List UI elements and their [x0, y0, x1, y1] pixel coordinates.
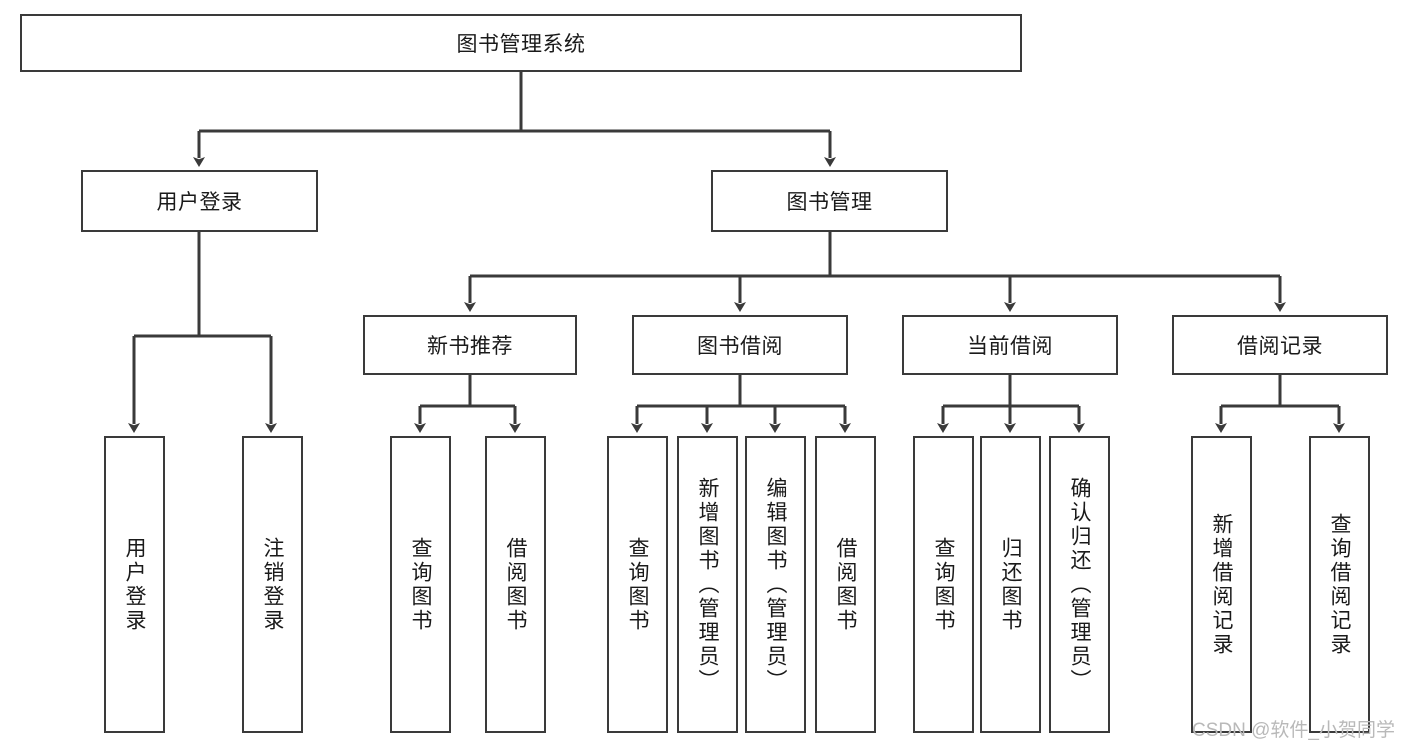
node-label: 新增图书（管理员） — [696, 476, 719, 693]
leaf-current-return-book[interactable]: 归还图书 — [980, 436, 1041, 733]
node-label: 确认归还（管理员） — [1068, 476, 1091, 693]
leaf-borrow-borrow-book[interactable]: 借阅图书 — [815, 436, 876, 733]
node-label: 借阅图书 — [834, 536, 857, 633]
node-root-system[interactable]: 图书管理系统 — [20, 14, 1022, 72]
node-label: 图书管理 — [786, 191, 873, 214]
leaf-user-login-logout[interactable]: 注销登录 — [242, 436, 303, 733]
node-current-borrow[interactable]: 当前借阅 — [902, 315, 1118, 375]
node-label: 查询图书 — [409, 536, 432, 633]
leaf-record-add-record[interactable]: 新增借阅记录 — [1191, 436, 1252, 733]
leaf-current-query-book[interactable]: 查询图书 — [913, 436, 974, 733]
node-label: 注销登录 — [261, 536, 284, 633]
node-book-management[interactable]: 图书管理 — [711, 170, 948, 232]
leaf-user-login-login[interactable]: 用户登录 — [104, 436, 165, 733]
node-label: 借阅记录 — [1237, 335, 1323, 358]
node-label: 图书借阅 — [697, 335, 783, 358]
node-label: 查询借阅记录 — [1328, 512, 1351, 657]
node-new-book-recommend[interactable]: 新书推荐 — [363, 315, 577, 375]
node-label: 用户登录 — [123, 536, 146, 633]
node-borrow-record[interactable]: 借阅记录 — [1172, 315, 1388, 375]
node-user-login[interactable]: 用户登录 — [81, 170, 318, 232]
csdn-watermark: CSDN @软件_小贺同学 — [1192, 720, 1395, 741]
leaf-borrow-add-book-admin[interactable]: 新增图书（管理员） — [677, 436, 738, 733]
leaf-recommend-borrow-book[interactable]: 借阅图书 — [485, 436, 546, 733]
leaf-recommend-query-book[interactable]: 查询图书 — [390, 436, 451, 733]
node-label: 编辑图书（管理员） — [764, 476, 787, 693]
leaf-record-query-record[interactable]: 查询借阅记录 — [1309, 436, 1370, 733]
leaf-current-confirm-return-admin[interactable]: 确认归还（管理员） — [1049, 436, 1110, 733]
node-label: 新书推荐 — [427, 335, 513, 358]
node-label: 查询图书 — [932, 536, 955, 633]
node-label: 归还图书 — [999, 536, 1022, 633]
node-label: 用户登录 — [156, 191, 243, 214]
node-label: 查询图书 — [626, 536, 649, 633]
node-label: 借阅图书 — [504, 536, 527, 633]
node-label: 当前借阅 — [967, 335, 1053, 358]
node-label: 新增借阅记录 — [1210, 512, 1233, 657]
leaf-borrow-query-book[interactable]: 查询图书 — [607, 436, 668, 733]
leaf-borrow-edit-book-admin[interactable]: 编辑图书（管理员） — [745, 436, 806, 733]
node-book-borrow[interactable]: 图书借阅 — [632, 315, 848, 375]
node-label: 图书管理系统 — [456, 33, 586, 56]
